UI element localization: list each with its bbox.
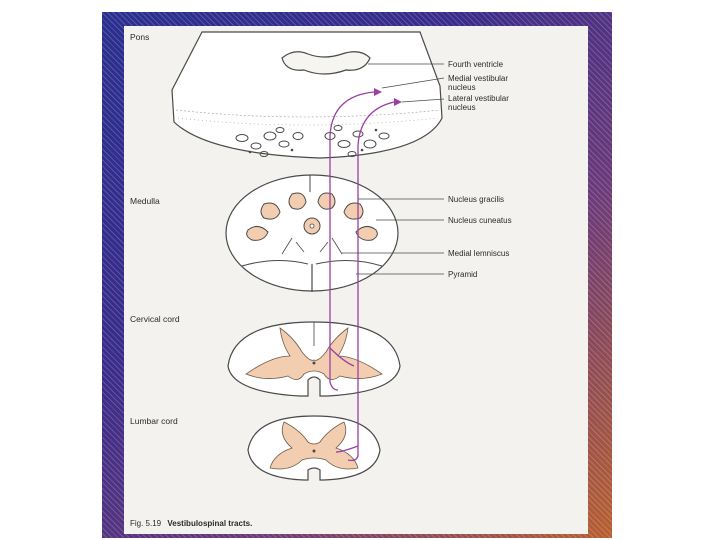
label-nucleus-cuneatus: Nucleus cuneatus	[448, 216, 512, 225]
caption-number: Fig. 5.19	[130, 519, 162, 528]
label-medial-lemniscus: Medial lemniscus	[448, 249, 509, 258]
slide-border: Pons Medulla Cervical cord Lumbar cord F…	[102, 12, 612, 538]
nucleus-gracilis-left	[288, 192, 307, 210]
lateral-vestibulospinal-tract	[347, 101, 395, 462]
cervical-grey-matter	[245, 327, 383, 380]
label-medial-vestibular-1: Medial vestibular	[448, 74, 508, 83]
section-title-pons: Pons	[130, 32, 149, 42]
section-title-medulla: Medulla	[130, 196, 160, 206]
figure-page: Pons Medulla Cervical cord Lumbar cord F…	[124, 26, 588, 534]
section-title-cervical: Cervical cord	[130, 314, 180, 324]
label-medial-vestibular-2: nucleus	[448, 83, 476, 92]
medial-tract-arrowhead	[374, 88, 382, 96]
pons-section	[171, 31, 443, 159]
label-lateral-vestibular-2: nucleus	[448, 103, 476, 112]
nucleus-cuneatus-left	[260, 202, 281, 220]
medulla-section	[225, 174, 399, 292]
vestibulospinal-tracts	[329, 91, 395, 462]
lumbar-grey-matter	[269, 421, 359, 470]
figure-caption: Fig. 5.19 Vestibulospinal tracts.	[130, 519, 252, 528]
nucleus-gracilis-right	[317, 192, 336, 210]
lateral-tract-arrowhead	[394, 98, 402, 106]
label-pyramid: Pyramid	[448, 270, 477, 279]
label-lateral-vestibular-1: Lateral vestibular	[448, 94, 509, 103]
vestibulospinal-diagram: Pons Medulla Cervical cord Lumbar cord F…	[130, 31, 512, 528]
cervical-cord-section	[227, 321, 401, 397]
label-nucleus-gracilis: Nucleus gracilis	[448, 195, 504, 204]
caption-title: Vestibulospinal tracts.	[167, 519, 252, 528]
lumbar-cord-section	[247, 415, 381, 481]
label-fourth-ventricle: Fourth ventricle	[448, 60, 504, 69]
medial-vestibulospinal-tract	[329, 91, 375, 391]
fourth-ventricle-shape	[281, 51, 371, 75]
section-title-lumbar: Lumbar cord	[130, 416, 178, 426]
